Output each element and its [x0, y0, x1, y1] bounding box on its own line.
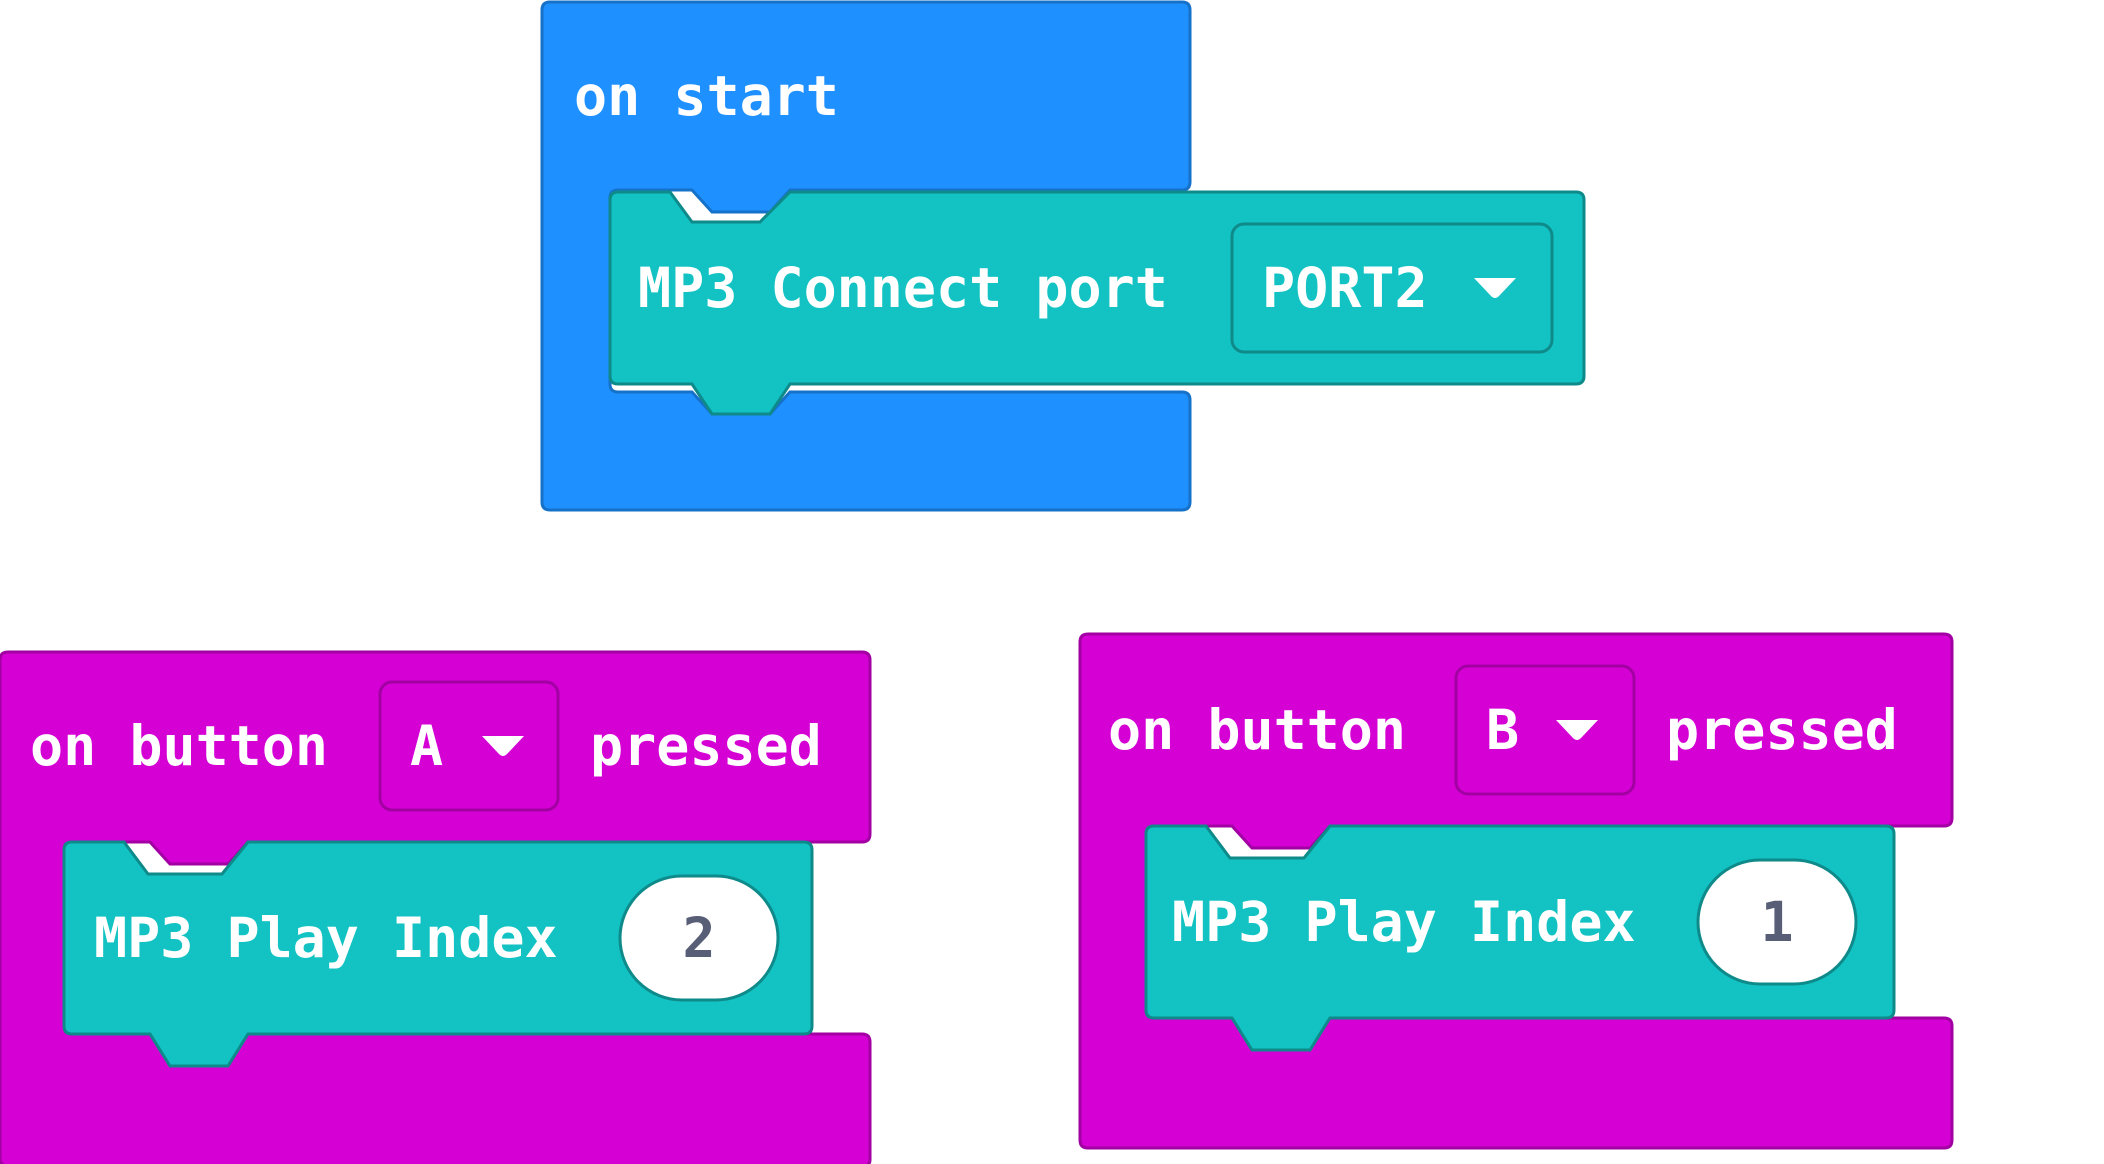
index-input-b-value: 1: [1760, 890, 1793, 954]
on-button-b-block[interactable]: on button B pressed MP3 Play Index 1: [1078, 632, 1954, 1150]
on-button-a-label: on button: [30, 714, 328, 778]
mp3-play-b-body[interactable]: [1144, 824, 1896, 1052]
index-input-b[interactable]: [1696, 858, 1858, 986]
index-input-a-value: 2: [682, 906, 715, 970]
port-dropdown-value: PORT2: [1262, 256, 1428, 320]
on-start-hat[interactable]: [540, 0, 1192, 512]
button-a-dropdown-field[interactable]: [378, 680, 560, 812]
mp3-play-a-label: MP3 Play Index: [94, 906, 558, 970]
button-b-dropdown[interactable]: B: [1454, 664, 1636, 796]
button-a-dropdown[interactable]: A: [378, 680, 560, 812]
on-start-block[interactable]: on start MP3 Connect port PORT2: [540, 0, 1586, 512]
on-button-a-pressed-label: pressed: [590, 714, 822, 778]
mp3-connect-block[interactable]: MP3 Connect port PORT2: [608, 190, 1586, 416]
chevron-down-icon: [1556, 720, 1598, 740]
mp3-play-b-block[interactable]: MP3 Play Index 1: [1144, 824, 1896, 1052]
port-dropdown[interactable]: PORT2: [1230, 222, 1554, 354]
mp3-play-a-block[interactable]: MP3 Play Index 2: [62, 840, 814, 1068]
button-a-dropdown-value: A: [410, 714, 443, 778]
on-button-b-label: on button: [1108, 698, 1406, 762]
mp3-connect-label: MP3 Connect port: [638, 256, 1168, 320]
mp3-play-a-body[interactable]: [62, 840, 814, 1068]
port-dropdown-field[interactable]: [1230, 222, 1554, 354]
on-button-b-pressed-label: pressed: [1666, 698, 1898, 762]
on-button-a-block[interactable]: on button A pressed MP3 Play Index 2: [0, 650, 872, 1164]
chevron-down-icon: [1474, 278, 1516, 298]
button-b-dropdown-field[interactable]: [1454, 664, 1636, 796]
index-input-a[interactable]: [618, 874, 780, 1002]
on-start-label: on start: [574, 64, 839, 128]
mp3-play-b-label: MP3 Play Index: [1172, 890, 1636, 954]
chevron-down-icon: [482, 736, 524, 756]
button-b-dropdown-value: B: [1486, 698, 1519, 762]
